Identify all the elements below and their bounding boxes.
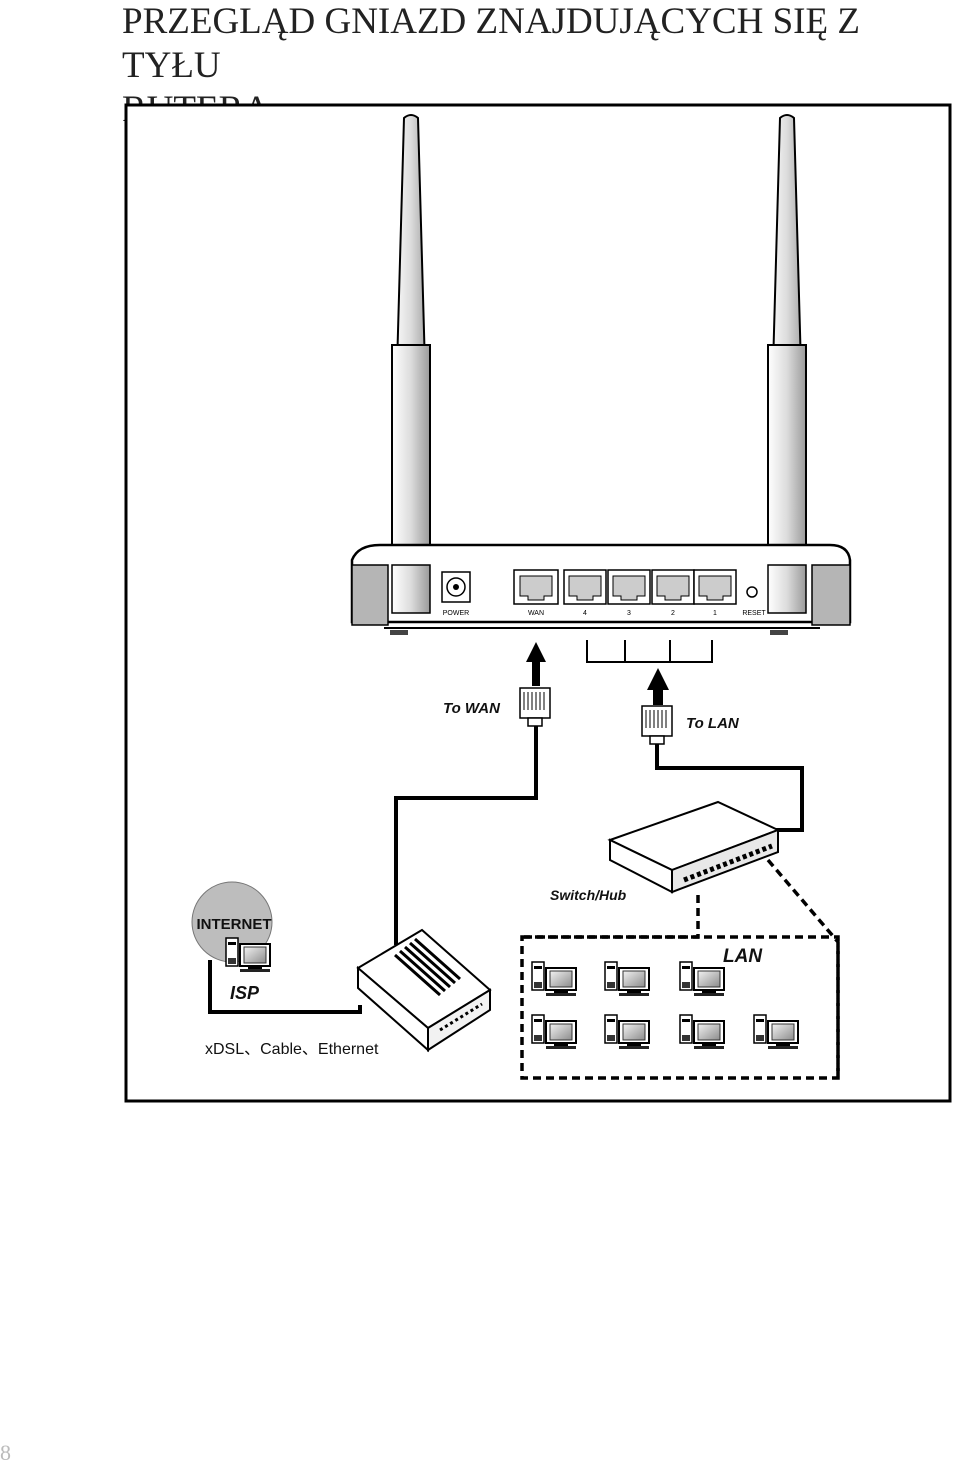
internet-label: INTERNET: [197, 916, 272, 933]
lan-group-box: [520, 935, 840, 1080]
to-lan-label: To LAN: [686, 715, 740, 732]
isp-cable: [208, 960, 362, 1014]
switch-to-lan-link-right: [766, 858, 840, 1078]
port-label-lan-2: 2: [671, 610, 675, 617]
switch-hub-icon: [607, 800, 781, 894]
page-title-line-1: PRZEGLĄD GNIAZD ZNAJDUJĄCYCH SIĘ Z TYŁU: [122, 1, 860, 86]
lan-arrow-icon: [647, 668, 669, 705]
to-wan-label: To WAN: [443, 700, 501, 717]
port-label-lan-4: 4: [583, 610, 587, 617]
page-number: 8: [0, 1440, 11, 1465]
port-label-lan-3: 3: [627, 610, 631, 617]
lan-port-2-icon: [651, 569, 695, 605]
lan-port-1-icon: [693, 569, 737, 605]
connection-types-label: xDSL、Cable、Ethernet: [205, 1041, 379, 1058]
port-label-power: POWER: [443, 610, 469, 617]
reset-button-icon: [746, 586, 758, 598]
modem-icon: [356, 928, 492, 1053]
port-label-wan: WAN: [528, 610, 544, 617]
port-label-reset: RESET: [742, 610, 766, 617]
lan-label: LAN: [723, 946, 763, 967]
wan-port-icon: [513, 569, 559, 605]
switch-hub-label: Switch/Hub: [550, 887, 627, 903]
lan-port-3-icon: [607, 569, 651, 605]
wan-cable: [394, 726, 538, 945]
lan-plug-icon: [641, 705, 673, 745]
router-back-panel: POWER WAN 4 3 2 1 RESET: [350, 543, 852, 635]
lan-cable: [655, 744, 804, 832]
port-label-lan-1: 1: [713, 610, 717, 617]
page-title: PRZEGLĄD GNIAZD ZNAJDUJĄCYCH SIĘ Z TYŁU …: [122, 0, 952, 132]
wan-arrow-icon: [526, 642, 546, 686]
lan-ports-bracket: [586, 640, 713, 663]
isp-label: ISP: [230, 983, 260, 1003]
lan-port-4-icon: [563, 569, 607, 605]
wan-plug-icon: [519, 687, 551, 727]
